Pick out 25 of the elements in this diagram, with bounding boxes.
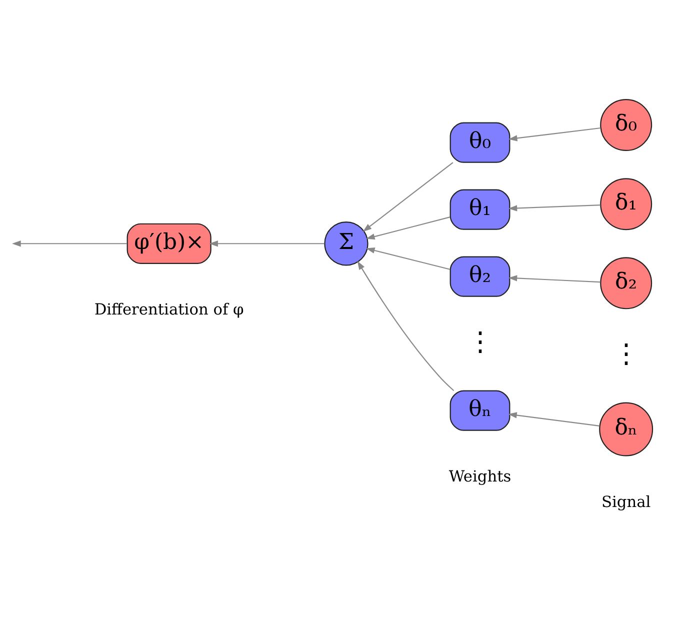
node-box: θ₂ <box>450 256 510 296</box>
node-box: θ₀ <box>450 122 510 162</box>
arrow <box>508 274 600 282</box>
node-circle: Σ <box>324 221 368 266</box>
arrow <box>357 260 454 391</box>
label: Differentiation of φ <box>94 300 244 318</box>
node-box: θₙ <box>450 390 510 430</box>
node-circle: δ₁ <box>600 178 652 230</box>
arrow <box>508 412 600 426</box>
node-box: θ₁ <box>450 188 510 230</box>
arrow <box>508 204 600 211</box>
node-circle: δₙ <box>599 402 654 456</box>
arrow <box>12 240 128 246</box>
node-circle: δ₀ <box>600 98 652 151</box>
node-circle: δ₂ <box>600 256 652 309</box>
label: Weights <box>448 467 512 486</box>
label: ⋮ <box>613 338 640 369</box>
arrow <box>366 246 450 270</box>
label: ⋮ <box>467 326 494 357</box>
arrow <box>366 216 450 240</box>
arrow <box>362 162 454 232</box>
arrow <box>508 126 601 141</box>
node-box: φ′(b)× <box>126 222 212 264</box>
arrow <box>209 240 324 246</box>
label: Signal <box>601 492 651 510</box>
